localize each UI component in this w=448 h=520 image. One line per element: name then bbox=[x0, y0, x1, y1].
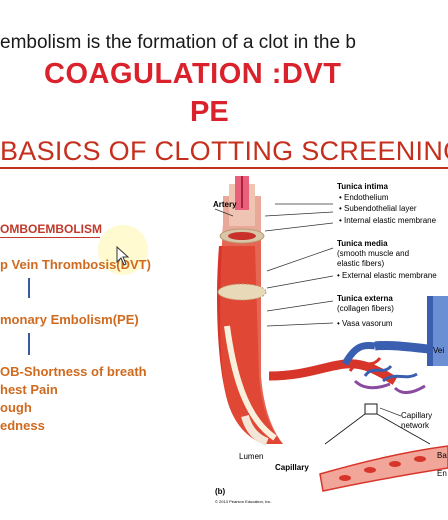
label-endothelium: • Endothelium bbox=[339, 193, 389, 202]
label-basement-partial: Ba bbox=[437, 451, 447, 460]
flow-dvt: p Vein Thrombosis(DVT) bbox=[0, 257, 151, 272]
label-artery: Artery bbox=[213, 200, 237, 209]
label-vasa-vasorum: • Vasa vasorum bbox=[337, 319, 393, 328]
label-media-desc2: elastic fibers) bbox=[337, 259, 384, 268]
label-capillary: Capillary bbox=[275, 463, 309, 472]
label-lumen: Lumen bbox=[239, 452, 263, 461]
flow-arrow-2 bbox=[28, 333, 30, 355]
label-tunica-intima: Tunica intima bbox=[337, 182, 389, 191]
video-caption: embolism is the formation of a clot in t… bbox=[0, 32, 356, 53]
flow-symptom-1: OB-Shortness of breath bbox=[0, 364, 147, 379]
label-media-desc1: (smooth muscle and bbox=[337, 249, 409, 258]
label-tunica-externa: Tunica externa bbox=[337, 294, 393, 303]
label-copyright: © 2013 Pearson Education, Inc. bbox=[215, 499, 272, 504]
label-capillary-network-1: Capillary bbox=[401, 411, 432, 420]
flow-pe: monary Embolism(PE) bbox=[0, 312, 139, 327]
label-endothelial-partial: En bbox=[437, 469, 447, 478]
label-panel-b: (b) bbox=[215, 487, 226, 496]
label-tunica-media: Tunica media bbox=[337, 239, 388, 248]
flow-symptom-2: hest Pain bbox=[0, 382, 58, 397]
blood-vessel-diagram: Artery Tunica intima • Endothelium • Sub… bbox=[213, 176, 448, 504]
label-subendothelial: • Subendothelial layer bbox=[339, 204, 417, 213]
label-capillary-network-2: network bbox=[401, 421, 430, 430]
flow-heading: OMBOEMBOLISM bbox=[0, 222, 102, 236]
label-internal-elastic: • Internal elastic membrane bbox=[339, 216, 437, 225]
overlay-title-line2: PE bbox=[190, 96, 229, 128]
slide-title: BASICS OF CLOTTING SCREENING bbox=[0, 136, 448, 166]
title-divider bbox=[0, 167, 448, 169]
flow-symptom-3: ough bbox=[0, 400, 32, 415]
capillary-closeup bbox=[319, 445, 448, 492]
label-vein: Vei bbox=[433, 346, 444, 355]
flow-heading-underline bbox=[0, 237, 100, 238]
label-external-elastic: • External elastic membrane bbox=[337, 271, 437, 280]
cursor-highlight bbox=[98, 225, 148, 275]
pointer-cursor-icon bbox=[116, 246, 130, 266]
flow-symptom-4: edness bbox=[0, 418, 45, 433]
flow-arrow-1 bbox=[28, 278, 30, 298]
label-externa-desc: (collagen fibers) bbox=[337, 304, 394, 313]
overlay-title-line1: COAGULATION :DVT bbox=[44, 58, 342, 90]
